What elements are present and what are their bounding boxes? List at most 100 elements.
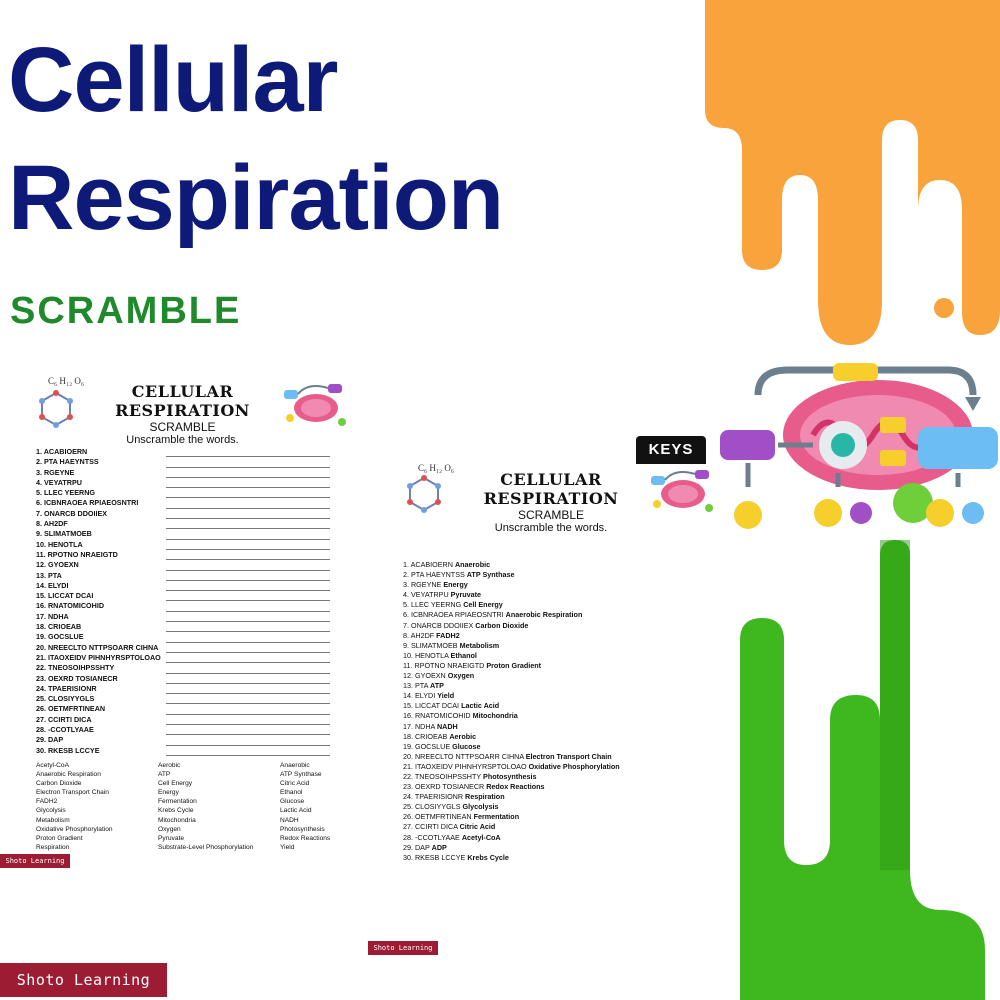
key-scrambled-word: 6. ICBNRAOEA RPIAEOSNTRI (403, 610, 504, 620)
worksheet-question: 14. ELYDI (36, 580, 69, 590)
worksheet-answer-lines (166, 447, 330, 756)
key-answer-row: 19. GOCSLUE Glucose (403, 742, 733, 752)
worksheet-question: 21. ITAOXEIDV PIHNHYRSPTOLOAO (36, 652, 161, 662)
answer-blank-line[interactable] (166, 457, 330, 468)
word-bank-item: Substrate-Level Phosphorylation (158, 843, 254, 851)
answer-blank-line[interactable] (166, 488, 330, 499)
worksheet-question: 26. OETMFRTINEAN (36, 704, 106, 714)
key-scrambled-word: 4. VEYATRPU (403, 590, 449, 600)
key-answer-word: Anaerobic Respiration (505, 610, 583, 620)
answer-blank-line[interactable] (166, 715, 330, 726)
key-scrambled-word: 30. RKESB LCCYE (403, 852, 466, 862)
answer-blank-line[interactable] (166, 468, 330, 478)
key-answer-row: 22. TNEOSOIHPSSHTY Photosynthesis (403, 772, 733, 782)
word-bank-item: Fermentation (158, 798, 197, 806)
key-scrambled-word: 10. HENOTLA (403, 650, 449, 660)
key-scrambled-word: 12. GYOEXN (403, 671, 446, 681)
key-scrambled-word: 9. SLIMATMOEB (403, 640, 458, 650)
answer-blank-line[interactable] (166, 498, 330, 509)
worksheet-question: 28. -CCOTLYAAE (36, 725, 94, 735)
worksheet-question: 6. ICBNRAOEA RPIAEOSNTRI (36, 498, 139, 508)
worksheet-question: 9. SLIMATMOEB (36, 529, 92, 539)
key-answer-word: Acetyl-CoA (461, 832, 501, 842)
key-scrambled-word: 23. OEXRD TOSIANECR (403, 782, 485, 792)
key-answer-row: 25. CLOSIYYGLS Glycolysis (403, 802, 733, 812)
worksheet-question: 19. GOCSLUE (36, 632, 84, 642)
worksheet-question: 8. AH2DF (36, 519, 68, 529)
word-bank-item: Citric Acid (280, 780, 310, 788)
key-scrambled-word: 29. DAP (403, 842, 430, 852)
key-scrambled-word: 1. ACABIOERN (403, 560, 453, 569)
key-answer-word: Glucose (452, 741, 481, 751)
word-bank-item: Yield (280, 843, 295, 851)
key-answer-word: Redox Reactions (486, 782, 545, 792)
answer-blank-line[interactable] (166, 643, 330, 653)
key-answer-word: Ethanol (450, 650, 477, 660)
key-scrambled-word: 25. CLOSIYYGLS (403, 802, 461, 812)
answer-blank-line[interactable] (166, 560, 330, 571)
key-brand-label: Shoto Learning (368, 941, 438, 955)
answer-blank-line[interactable] (166, 735, 330, 746)
worksheet-brand-label: Shoto Learning (0, 854, 70, 868)
worksheet-question: 12. GYOEXN (36, 560, 79, 570)
answer-blank-line[interactable] (166, 478, 330, 489)
worksheet-question: 7. ONARCB DDOIIEX (36, 508, 108, 518)
key-answer-word: Metabolism (459, 640, 500, 650)
answer-blank-line[interactable] (166, 746, 330, 756)
key-subtitle: SCRAMBLE (517, 508, 585, 522)
answer-blank-line[interactable] (166, 653, 330, 664)
answer-blank-line[interactable] (166, 447, 330, 458)
key-answer-row: 13. PTA ATP (403, 681, 733, 691)
word-bank-item: Mitochondria (158, 816, 196, 824)
worksheet-question: 13. PTA (36, 570, 62, 580)
answer-blank-line[interactable] (166, 612, 330, 623)
word-bank-item: Electron Transport Chain (36, 789, 109, 797)
answer-blank-line[interactable] (166, 632, 330, 643)
answer-blank-line[interactable] (166, 529, 330, 540)
answer-blank-line[interactable] (166, 694, 330, 705)
key-answer-row: 8. AH2DF FADH2 (403, 631, 733, 641)
answer-blank-line[interactable] (166, 550, 330, 561)
key-answer-row: 21. ITAOXEIDV PIHNHYRSPTOLOAO Oxidative … (403, 762, 733, 772)
worksheet-question: 10. HENOTLA (36, 539, 83, 549)
key-scrambled-word: 21. ITAOXEIDV PIHNHYRSPTOLOAO (403, 761, 527, 771)
key-answer-row: 20. NREECLTO NTTPSOARR CIHNA Electron Tr… (403, 752, 733, 762)
answer-blank-line[interactable] (166, 601, 330, 612)
answer-blank-line[interactable] (166, 571, 330, 581)
benzene-ring-icon (407, 475, 441, 513)
key-answer-row: 16. RNATOMICOHID Mitochondria (403, 711, 733, 721)
word-bank-item: Metabolism (36, 816, 70, 824)
answer-blank-line[interactable] (166, 591, 330, 602)
benzene-ring-icon (39, 390, 73, 428)
word-bank-item: Carbon Dioxide (36, 780, 82, 788)
key-answer-word: Citric Acid (459, 822, 496, 832)
key-scrambled-word: 18. CRIOEAB (403, 731, 448, 741)
answer-blank-line[interactable] (166, 581, 330, 592)
answer-blank-line[interactable] (166, 684, 330, 695)
headline-line-2: Respiration (8, 147, 504, 249)
word-bank-item: Krebs Cycle (158, 807, 194, 815)
key-answer-row: 1. ACABIOERN Anaerobic (403, 560, 733, 570)
worksheet-question: 16. RNATOMICOHID (36, 601, 105, 611)
key-answer-row: 14. ELYDI Yield (403, 691, 733, 701)
key-scrambled-word: 11. RPOTNO NRAEIGTD (403, 660, 485, 670)
answer-blank-line[interactable] (166, 663, 330, 674)
answer-blank-line[interactable] (166, 622, 330, 633)
key-scrambled-word: 24. TPAERISIONR (403, 792, 464, 802)
answer-blank-line[interactable] (166, 674, 330, 684)
answer-blank-line[interactable] (166, 509, 330, 520)
footer-brand-label: Shoto Learning (0, 963, 167, 997)
key-answer-row: 11. RPOTNO NRAEIGTD Proton Gradient (403, 661, 733, 671)
answer-blank-line[interactable] (166, 725, 330, 736)
headline-subtitle: SCRAMBLE (10, 290, 242, 332)
answer-blank-line[interactable] (166, 519, 330, 530)
word-bank-item: ATP Synthase (280, 771, 322, 779)
answer-blank-line[interactable] (166, 704, 330, 715)
answer-blank-line[interactable] (166, 540, 330, 550)
key-answer-word: Lactic Acid (461, 701, 500, 711)
word-bank-item: Lactic Acid (280, 807, 312, 815)
worksheet-question: 17. NDHA (36, 611, 69, 621)
key-answer-word: ATP (430, 681, 444, 691)
